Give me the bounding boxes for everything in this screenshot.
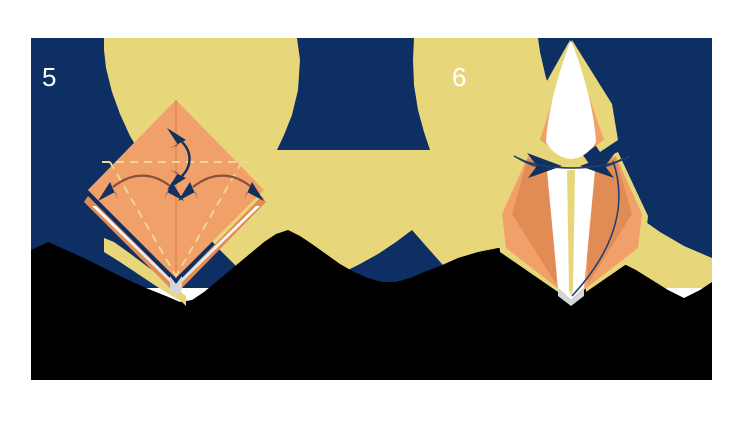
arrowhead-left (178, 182, 198, 201)
left-spread-double-arrow (98, 174, 184, 201)
white-petal-body (546, 40, 596, 159)
lower-right-curved-crease (571, 160, 620, 297)
step-5-number-label: 5 (42, 62, 57, 92)
arrowhead-right (164, 182, 184, 201)
arrowhead-right (244, 182, 264, 201)
right-diagonal-crease (175, 161, 243, 277)
right-inward-arrowhead (580, 153, 615, 178)
center-crease-strip (567, 170, 575, 296)
step-5-figure (84, 100, 266, 296)
yellow-lower-lobes (104, 238, 186, 306)
lower-right-shade (584, 158, 632, 284)
right-spread-double-arrow (178, 174, 264, 201)
waist-arc (513, 155, 631, 169)
step-6-number-label: 6 (452, 62, 467, 92)
bottom-tip-shadow (558, 288, 584, 306)
left-white-layer (92, 206, 180, 288)
arrowhead-left (98, 182, 118, 201)
step-6-figure (497, 40, 648, 306)
bottom-tip-shadow (170, 276, 182, 296)
yellow-paper-field (104, 38, 712, 304)
diamond-left-half (88, 100, 176, 278)
right-white-layer (172, 206, 260, 288)
lower-left-shade (512, 158, 560, 284)
arrowhead-up (167, 128, 186, 148)
